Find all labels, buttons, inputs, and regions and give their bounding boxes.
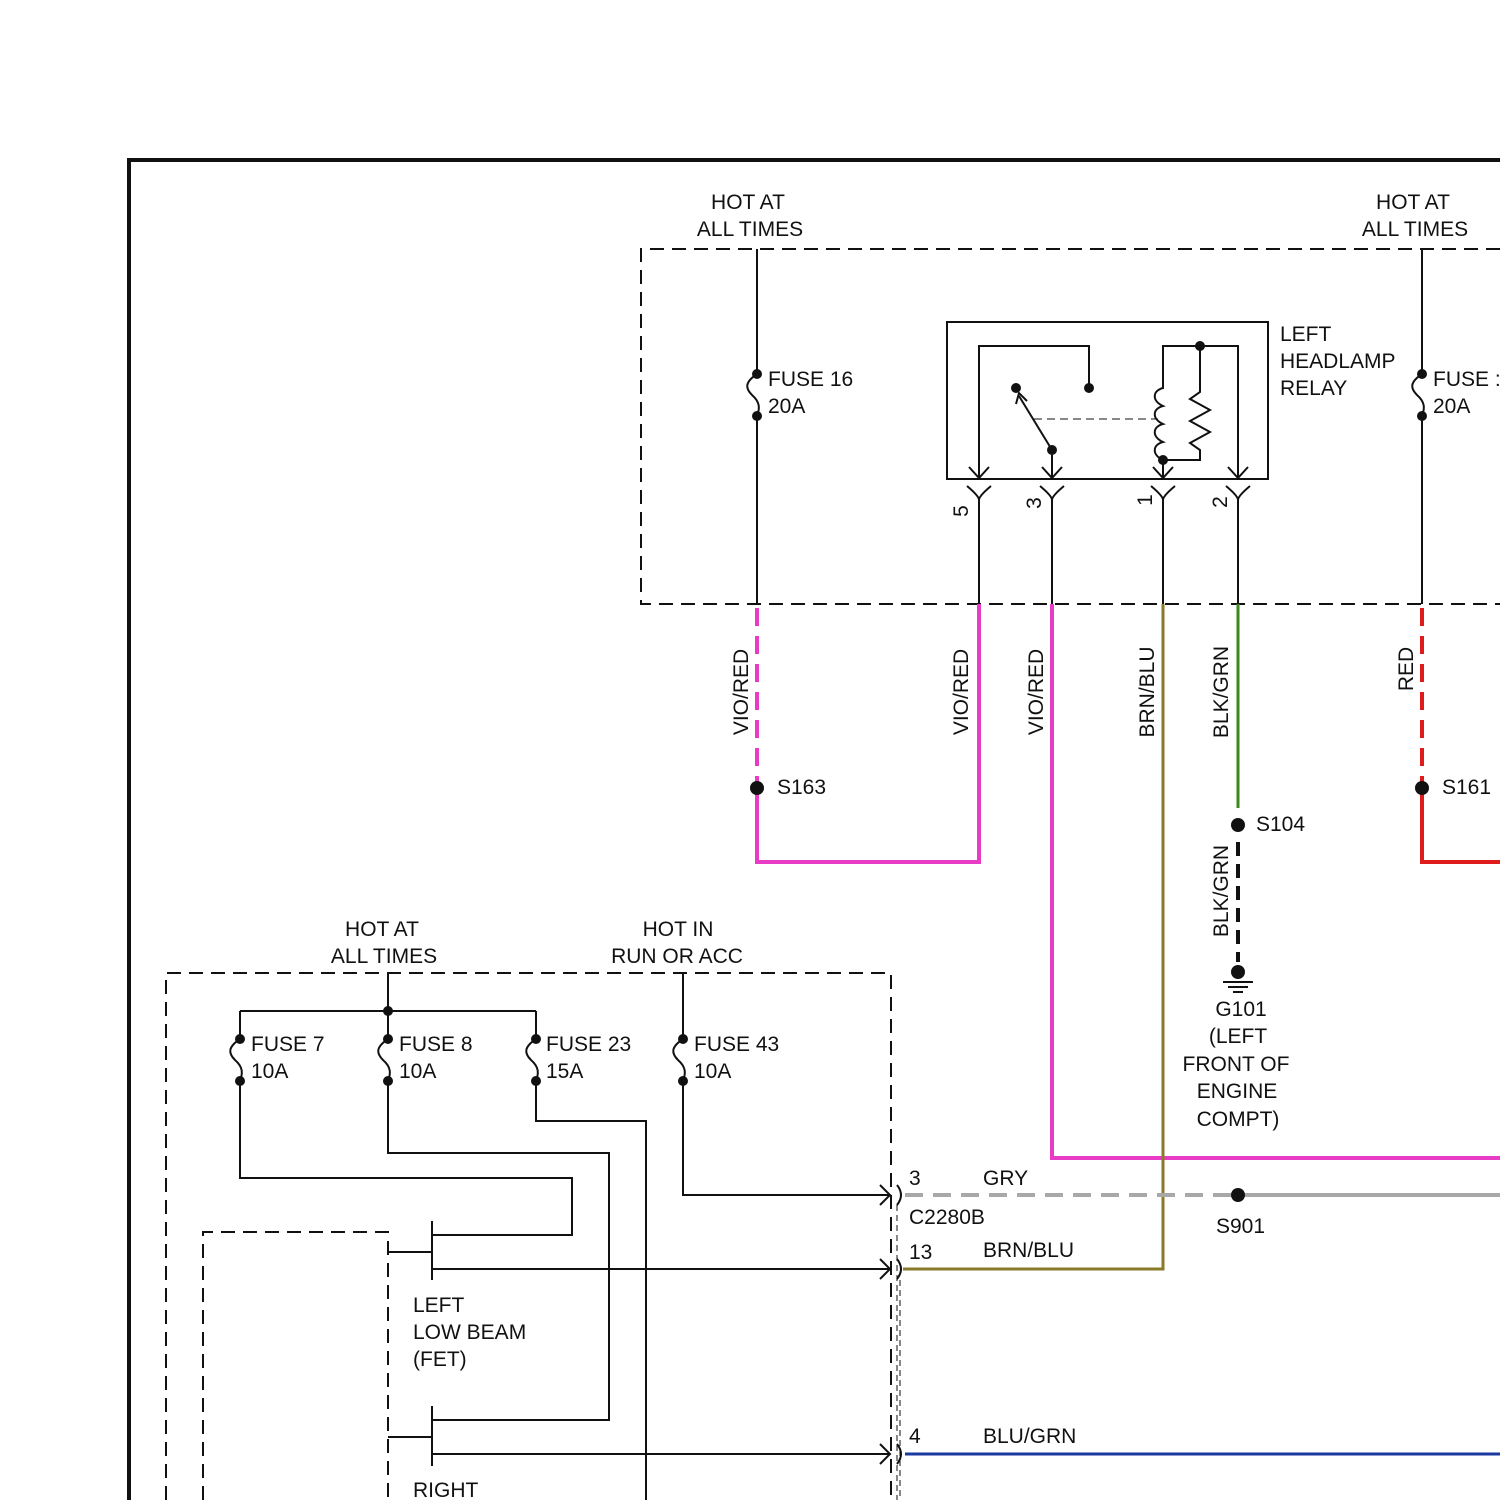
vio-red-wire-s163-loop [757,604,979,862]
wire-label-vio-red-3: VIO/RED [1025,649,1048,735]
splice-s104-label: S104 [1256,813,1305,836]
svg-text:COMPT): COMPT) [1197,1108,1280,1131]
svg-text:RUN OR ACC: RUN OR ACC [611,945,743,968]
svg-text:10A: 10A [694,1060,731,1083]
wire-label-brn-blu-h: BRN/BLU [983,1239,1074,1262]
relay-pin-5: 5 [950,505,973,517]
svg-text:G101: G101 [1215,998,1266,1021]
fuse-23: FUSE 23 15A [526,1011,646,1500]
svg-text:ENGINE: ENGINE [1197,1080,1278,1103]
svg-text:FUSE 8: FUSE 8 [399,1033,473,1056]
svg-text:LOW BEAM: LOW BEAM [413,1321,526,1344]
wire-label-gry: GRY [983,1167,1028,1190]
svg-text:ALL TIMES: ALL TIMES [1362,218,1468,241]
connector-pin-4: 4 [909,1425,921,1448]
left-headlamp-relay: 5 3 1 2 LEFT HEADLAMP RELAY [947,322,1396,604]
connector-pin-13: 13 [909,1241,932,1264]
svg-text:FUSE 43: FUSE 43 [694,1033,779,1056]
svg-text:FUSE 23: FUSE 23 [546,1033,631,1056]
splice-s901 [1231,1188,1245,1202]
fuse-16: FUSE 16 20A [747,249,853,604]
wire-label-blk-grn: BLK/GRN [1210,646,1233,738]
svg-text:RELAY: RELAY [1280,377,1347,400]
ground-g101: G101 (LEFT FRONT OF ENGINE COMPT) [1183,965,1290,1131]
svg-text:FUSE 7: FUSE 7 [251,1033,325,1056]
svg-text:HOT AT: HOT AT [711,191,785,214]
relay-pin-1: 1 [1134,494,1157,506]
splice-s161 [1415,781,1429,795]
wire-label-blu-grn: BLU/GRN [983,1425,1076,1448]
svg-text:FUSE :: FUSE : [1433,368,1500,391]
svg-text:10A: 10A [251,1060,288,1083]
svg-text:10A: 10A [399,1060,436,1083]
svg-text:15A: 15A [546,1060,583,1083]
fet-module-boundary [203,1232,388,1500]
svg-text:FRONT OF: FRONT OF [1183,1053,1290,1076]
power-label-lower-right: HOT IN RUN OR ACC [611,918,743,968]
left-low-beam-fet: LEFT LOW BEAM (FET) [388,1221,890,1371]
svg-text:20A: 20A [1433,395,1470,418]
wire-label-vio-red-2: VIO/RED [950,649,973,735]
svg-text:HOT AT: HOT AT [1376,191,1450,214]
svg-text:(FET): (FET) [413,1348,467,1371]
svg-text:(LEFT: (LEFT [1209,1025,1268,1048]
svg-text:HEADLAMP: HEADLAMP [1280,350,1396,373]
svg-text:LEFT: LEFT [413,1294,465,1317]
svg-text:HOT IN: HOT IN [643,918,714,941]
wire-label-blk-grn-2: BLK/GRN [1210,845,1233,937]
fuse-43: FUSE 43 10A [673,973,890,1205]
wire-label-vio-red-1: VIO/RED [730,649,753,735]
splice-s901-label: S901 [1216,1215,1265,1238]
svg-text:FUSE 16: FUSE 16 [768,368,853,391]
svg-text:20A: 20A [768,395,805,418]
connector-c2280b: 3 C2280B 13 4 [897,1167,985,1500]
svg-text:RIGHT: RIGHT [413,1479,479,1500]
connector-name: C2280B [909,1206,985,1229]
splice-s104 [1231,818,1245,832]
power-label-lower-left: HOT AT ALL TIMES [331,918,437,968]
svg-text:HOT AT: HOT AT [345,918,419,941]
connector-pin-3: 3 [909,1167,921,1190]
relay-pin-2: 2 [1209,496,1232,508]
wire-label-red: RED [1395,647,1418,691]
svg-text:ALL TIMES: ALL TIMES [331,945,437,968]
fuse-right: FUSE : 20A [1412,249,1500,604]
svg-text:ALL TIMES: ALL TIMES [697,218,803,241]
svg-text:LEFT: LEFT [1280,323,1332,346]
upper-module-boundary [641,249,1500,604]
relay-pin-3: 3 [1023,497,1046,509]
red-wire-s161 [1422,788,1500,862]
splice-s161-label: S161 [1442,776,1491,799]
wire-label-brn-blu: BRN/BLU [1136,646,1159,737]
power-label-top-left: HOT AT ALL TIMES [697,191,803,241]
power-label-top-right: HOT AT ALL TIMES [1362,191,1468,241]
splice-s163 [750,781,764,795]
splice-s163-label: S163 [777,776,826,799]
